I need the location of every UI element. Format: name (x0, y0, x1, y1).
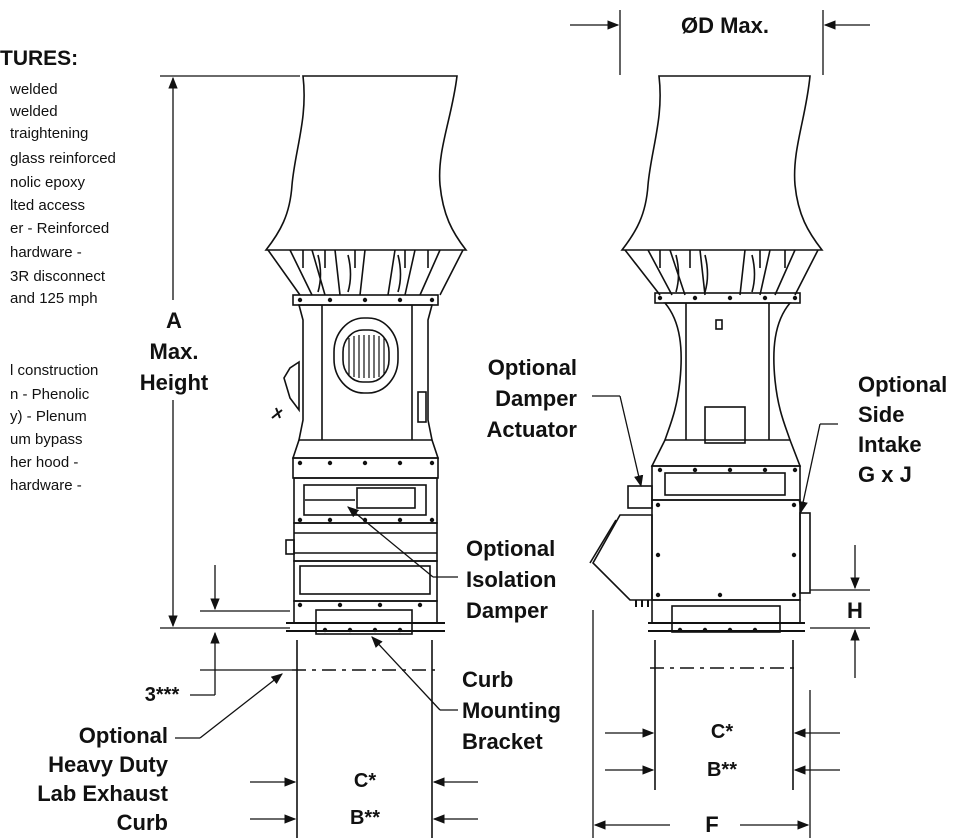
feature-line: y) - Plenum (10, 408, 87, 425)
dim-d-label: ØD Max. (680, 13, 770, 38)
feature-line: hardware - (10, 244, 82, 261)
left-bolts (297, 297, 435, 633)
right-access-cover (704, 406, 746, 444)
right-outlet-pipes (624, 249, 819, 296)
label-line: Side (858, 402, 905, 427)
leader-lines (175, 395, 838, 739)
left-outlet-pipes (267, 249, 464, 296)
right-fan-housing (663, 302, 792, 441)
label-line: Damper (495, 386, 577, 411)
label-line: Curb (116, 810, 168, 835)
feature-line: welded (10, 81, 58, 98)
bypass-hood (592, 514, 653, 601)
damper-actuator-box (627, 485, 653, 509)
feature-line: um bypass (10, 431, 83, 448)
dim-c-left-label: C* (353, 770, 377, 792)
dimension-lines (160, 10, 870, 838)
label-line: Optional (858, 372, 948, 397)
right-windband (620, 75, 824, 251)
side-intake (799, 512, 811, 594)
heavy-duty-curb-label: Optional Heavy Duty Lab Exhaust Curb (6, 723, 168, 835)
right-fan-assembly (589, 75, 824, 790)
dim-h-label: H (847, 598, 863, 623)
left-plenum-transition (291, 439, 440, 459)
dim-3-label: 3*** (144, 684, 180, 706)
feature-line: n - Phenolic (10, 386, 90, 403)
right-upper-flange (654, 292, 801, 304)
left-plenum-body (293, 522, 438, 562)
features-heading: TURES: (0, 47, 79, 70)
label-line: Damper (466, 598, 548, 623)
feature-line: glass reinforced (10, 150, 116, 167)
feature-line: lted access (10, 197, 86, 214)
dim-b-right-label: B** (706, 759, 737, 781)
left-lower-section (293, 560, 438, 602)
curb-bracket-label: Curb Mounting Bracket (462, 667, 582, 754)
right-base-plate (651, 599, 801, 624)
feature-line: and 125 mph (10, 290, 98, 307)
label-line: Lab Exhaust (37, 781, 168, 806)
dim-a-line: Height (139, 370, 209, 395)
feature-line: er - Reinforced (10, 220, 110, 237)
damper-actuator-label: Optional Damper Actuator (462, 355, 580, 442)
label-line: Optional (78, 723, 168, 748)
label-line: Isolation (466, 567, 557, 592)
feature-line: welded (10, 103, 58, 120)
label-line: Actuator (486, 417, 577, 442)
isolation-damper-label: Optional Isolation Damper (466, 536, 586, 623)
left-access-door (333, 317, 399, 394)
right-plenum-body (651, 499, 801, 601)
label-line: Heavy Duty (48, 752, 168, 777)
dim-a-label: A Max. Height (128, 308, 220, 395)
dim-a-line: A (166, 308, 182, 333)
label-line: Optional (487, 355, 577, 380)
right-curb-bracket (671, 605, 781, 633)
feature-line: her hood - (10, 454, 79, 471)
dim-b-left-label: B** (349, 807, 380, 829)
label-line: Bracket (462, 729, 543, 754)
label-line: Mounting (462, 698, 561, 723)
right-plenum-transition (650, 439, 802, 467)
left-disconnect-box (283, 360, 300, 413)
dim-f-label: F (705, 812, 719, 837)
feature-line: l construction (10, 362, 99, 379)
left-fan-assembly (264, 75, 468, 838)
label-line: Optional (466, 536, 556, 561)
left-door-louvers (348, 335, 385, 378)
feature-line: hardware - (10, 477, 82, 494)
label-line: Intake (858, 432, 922, 457)
feature-line: nolic epoxy (10, 174, 86, 191)
dim-a-line: Max. (149, 339, 199, 364)
left-windband (264, 75, 468, 251)
right-bolts (655, 295, 798, 633)
side-intake-label: Optional Side Intake G x J (858, 372, 976, 487)
feature-line: traightening (10, 125, 89, 142)
feature-line: 3R disconnect (10, 268, 106, 285)
label-line: G x J (858, 462, 912, 487)
left-curb-bracket (315, 609, 413, 635)
label-line: Curb (462, 667, 514, 692)
dim-c-right-label: C* (710, 721, 734, 743)
